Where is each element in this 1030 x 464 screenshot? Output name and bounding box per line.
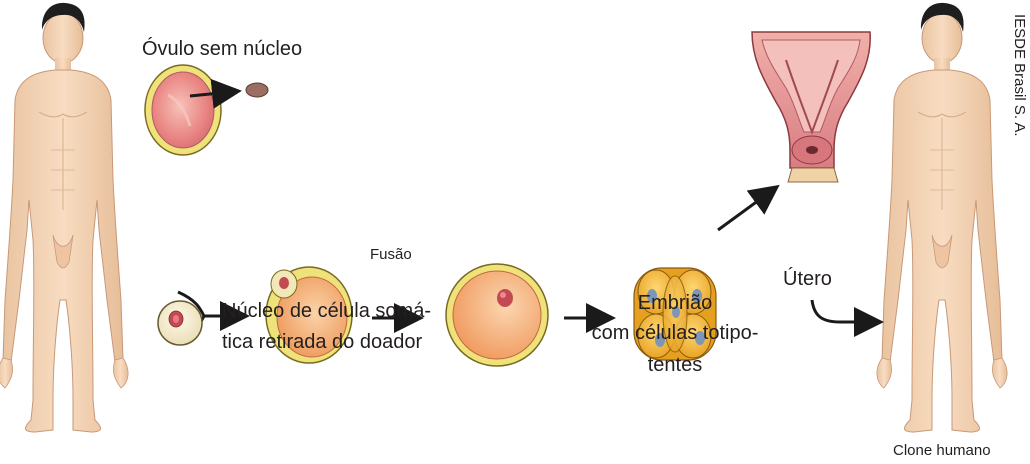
- somatic-cell-rendered: [157, 300, 203, 346]
- label-fusion: Fusão: [370, 246, 412, 263]
- label-embryo-line2: com células totipo-: [591, 322, 759, 344]
- label-somatic-nucleus-line1: Núcleo de célula somá-: [222, 300, 431, 322]
- arrow-to-clone: [810, 299, 884, 337]
- embryo-morula: [633, 267, 717, 361]
- egg-with-donor-nucleus: [265, 266, 353, 364]
- label-somatic-nucleus-line2: tica retirada do doador: [222, 331, 423, 353]
- label-embryo-line3: tentes: [647, 354, 703, 376]
- label-uterus: Útero: [783, 268, 832, 290]
- enucleated-egg: [144, 64, 269, 156]
- label-enucleated-egg: Óvulo sem núcleo: [142, 38, 303, 60]
- donor-human-figure: [0, 2, 129, 433]
- clone-human-figure: [876, 2, 1008, 433]
- image-credit: IESDE Brasil S. A.: [1011, 14, 1028, 137]
- label-embryo-line1: Embrião: [637, 292, 713, 314]
- fused-egg: [445, 263, 549, 367]
- arrow-to-uterus: [717, 184, 780, 232]
- label-human-clone: Clone humano: [893, 442, 991, 459]
- uterus-illustration: [751, 31, 871, 183]
